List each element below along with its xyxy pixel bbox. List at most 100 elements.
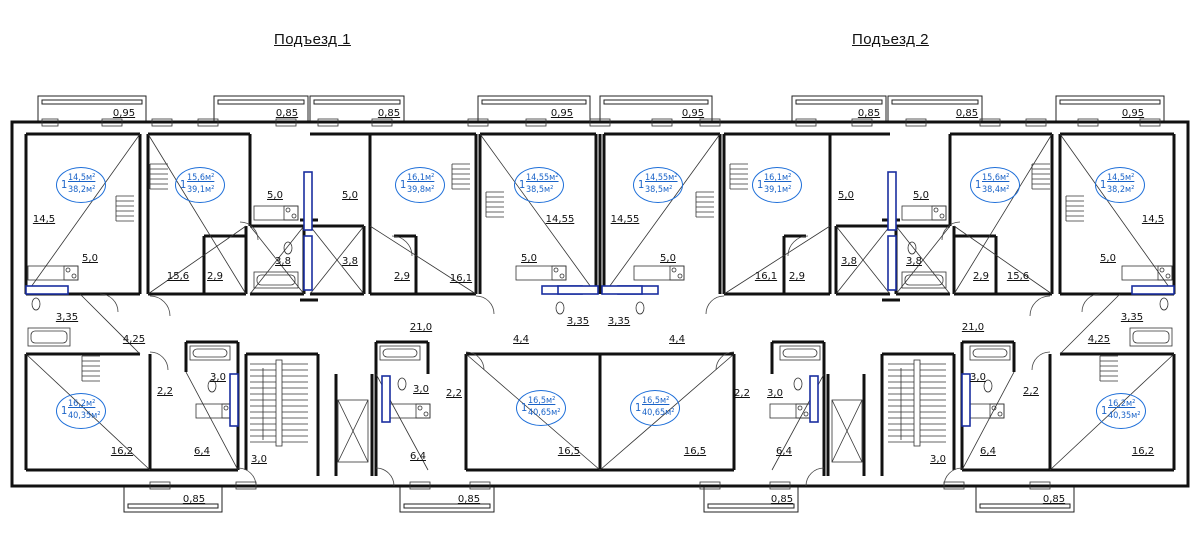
stove-burner [71,273,77,279]
balcony-rail [403,503,491,509]
balcony-area-label: 0,95 [550,108,574,119]
door-swing [149,351,169,371]
stove-burner [1165,273,1171,279]
door-swing [375,467,395,487]
elevator-cross [337,399,369,463]
window [467,118,489,127]
door-swing [1029,295,1051,317]
door-swing [805,467,825,487]
room-area-label: 14,55 [545,214,575,225]
window [1025,118,1047,127]
door-swing [465,351,485,371]
room-area-label: 2,9 [789,271,805,282]
room-area-label: 5,0 [82,253,98,264]
entrance-1-title: Подъезд 1 [274,31,351,48]
stair-landing [913,359,921,447]
room-area-label: 6,4 [776,446,792,457]
ventilation-duct [381,375,391,423]
door-swing [705,295,725,315]
toilet [1159,297,1169,311]
balcony-rail [707,503,795,509]
room-diagonal [1059,133,1175,295]
room-area-label: 14,55 [610,214,640,225]
stove-burner [803,411,809,417]
door-swing [237,467,257,487]
window [275,118,297,127]
room-area-label: 4,4 [669,334,685,345]
stove-burner [677,273,683,279]
door-swing [1031,351,1051,371]
stove-burner [285,207,291,213]
room-diagonal [79,293,141,355]
bathtub [779,345,821,361]
stove-burner [291,213,297,219]
stove [989,403,1005,419]
window [1077,118,1099,127]
bathtub-basin [30,330,68,344]
window [1139,118,1161,127]
room-area-label: 3,8 [906,256,922,267]
room-diagonal [895,225,951,295]
balcony-rail [217,99,305,105]
stove [1157,265,1173,281]
door-swing [391,235,413,257]
balcony-rail [481,99,587,105]
room-diagonal [479,133,597,295]
room-diagonal [953,225,1053,295]
stove [795,403,811,419]
bathtub [901,271,947,289]
room-area-label: 3,0 [413,384,429,395]
balcony-area-label: 0,95 [1121,108,1145,119]
room-area-label: 3,8 [275,256,291,267]
window [151,118,173,127]
toilet [555,301,565,315]
room-area-label: 16,1 [449,273,473,284]
room-area-label: 5,0 [521,253,537,264]
stove [669,265,685,281]
bathtub-basin [904,274,944,286]
bathtub-basin [1132,330,1170,344]
ventilation-duct [887,235,897,291]
balcony-rail [891,99,979,105]
kitchen-counter [633,265,685,281]
stove-burner [559,273,565,279]
room-area-label: 3,35 [607,316,631,327]
window [41,118,59,127]
ventilation-duct [809,375,819,423]
balcony-rail [41,99,143,105]
bathtub-basin [382,348,418,358]
window [317,118,339,127]
bathtub [27,327,71,347]
room-area-label: 2,9 [973,271,989,282]
window [409,481,431,490]
room-diagonal [185,371,239,471]
room-area-label: 2,9 [207,271,223,282]
stove-burner [553,267,559,273]
stove-burner [939,213,945,219]
bathtub [189,345,231,361]
window [589,118,611,127]
door-swing [99,293,119,313]
ventilation-duct [229,373,239,427]
room-area-label: 3,8 [342,256,358,267]
ventilation-duct [303,171,313,231]
bathtub-basin [192,348,228,358]
room-area-label: 2,9 [394,271,410,282]
stove-burner [65,267,71,273]
room-area-label: 14,5 [1141,214,1165,225]
door-swing [149,295,171,317]
room-diagonal [25,133,141,295]
ventilation-duct [1131,285,1175,295]
kitchen-counter [515,265,567,281]
room-diagonal [723,225,831,295]
stove [415,403,431,419]
door-swing [239,221,259,241]
